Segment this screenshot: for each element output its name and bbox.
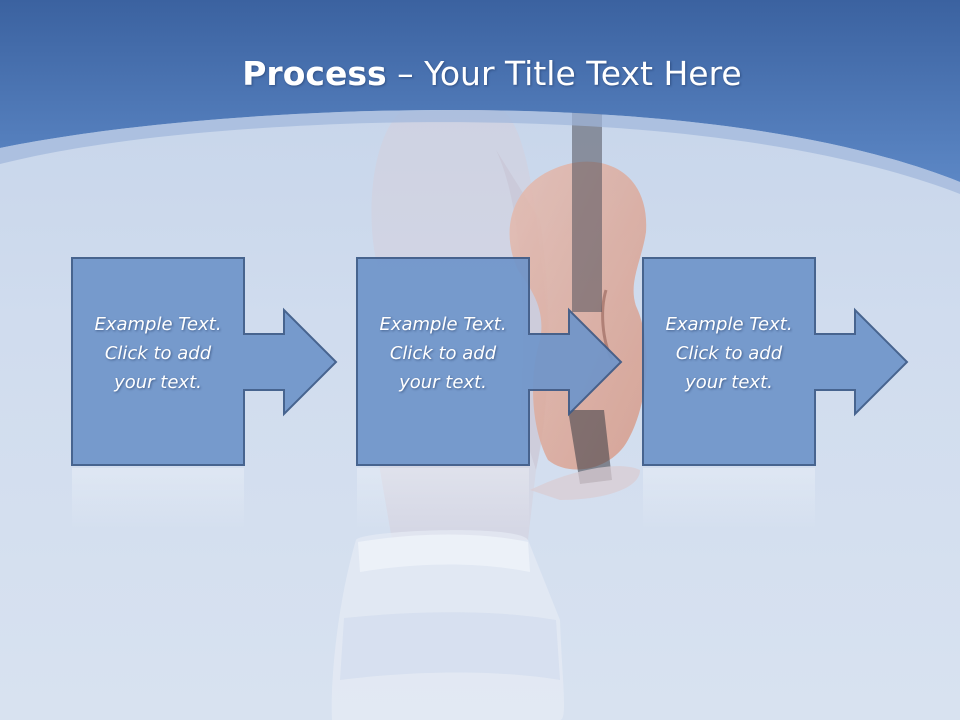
slide-title[interactable]: Process – Your Title Text Here	[0, 52, 960, 96]
violin-body	[509, 161, 647, 470]
step-2-line-2: Click to add	[389, 343, 497, 364]
process-step-1[interactable]	[71, 257, 338, 466]
header-band	[0, 0, 960, 182]
step-3-line-3: your text.	[685, 372, 773, 393]
step-2-line-3: your text.	[399, 372, 487, 393]
violin-neck	[572, 112, 602, 312]
step-1-shape	[71, 257, 338, 466]
step-1-text[interactable]: Example Text. Click to add your text.	[72, 310, 244, 397]
step-2-shape	[356, 257, 623, 466]
process-step-3[interactable]	[642, 257, 909, 466]
violin-tailpiece	[568, 410, 612, 484]
process-step-2[interactable]	[356, 257, 623, 466]
skirt-waistband	[358, 534, 530, 572]
step-1-line-3: your text.	[114, 372, 202, 393]
step-2-line-1: Example Text.	[379, 314, 507, 335]
step-1-line-2: Click to add	[104, 343, 212, 364]
step-2-text[interactable]: Example Text. Click to add your text.	[357, 310, 529, 397]
skirt-lace	[340, 612, 560, 680]
figure-hand	[530, 466, 640, 500]
step-3-line-2: Click to add	[675, 343, 783, 364]
header-arc-highlight	[0, 109, 960, 194]
step-3-text[interactable]: Example Text. Click to add your text.	[643, 310, 815, 397]
title-rest: – Your Title Text Here	[386, 54, 742, 93]
step-3-line-1: Example Text.	[665, 314, 793, 335]
step-3-shape	[642, 257, 909, 466]
step-reflections	[72, 468, 815, 530]
step-1-line-1: Example Text.	[94, 314, 222, 335]
title-bold: Process	[242, 54, 387, 93]
